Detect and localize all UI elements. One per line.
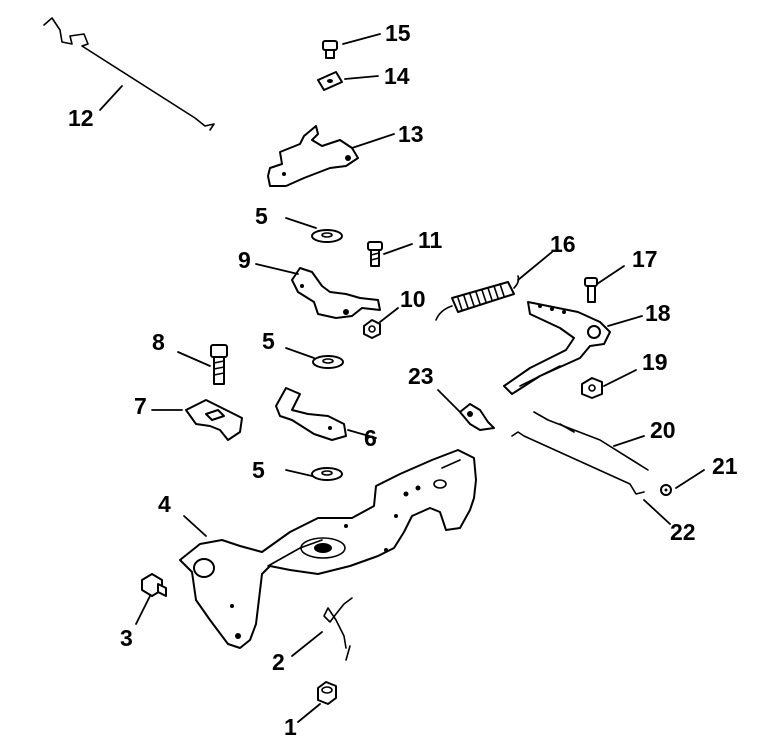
callout-5-lower: 5 [252,457,265,483]
part-4-main-bracket [179,449,477,649]
part-16-spring [435,275,520,321]
callout-22: 22 [670,519,696,545]
callout-19: 19 [642,349,668,375]
part-13-bracket [267,125,359,187]
callout-21: 21 [712,453,738,479]
callout-2: 2 [272,649,285,675]
callout-3: 3 [120,625,133,651]
callout-13: 13 [398,121,424,147]
callout-labels: 15 14 13 12 5 11 9 16 17 10 18 5 8 19 23… [68,20,738,740]
callout-5-middle: 5 [262,328,275,354]
callout-7: 7 [134,393,147,419]
callout-20: 20 [650,417,676,443]
part-12-link-rod [43,17,215,131]
callout-10: 10 [400,286,426,312]
part-19-nut [581,377,603,399]
callout-6: 6 [364,425,377,451]
part-10-nut [363,319,381,339]
part-17-screw [584,277,598,303]
callout-15: 15 [385,20,411,46]
callout-1: 1 [284,714,297,740]
part-11-screw [367,241,383,267]
part-5-washer-upper [311,229,343,243]
callout-9: 9 [238,247,251,273]
callout-23: 23 [408,363,434,389]
part-6-lever-plate [275,387,347,441]
part-22-rod [511,431,645,495]
leader-lines [99,33,705,723]
part-7-clip [185,399,243,441]
callout-16: 16 [550,231,576,257]
callout-14: 14 [384,63,410,89]
callout-17: 17 [632,246,658,272]
part-3-screw [141,573,167,597]
callout-18: 18 [645,300,671,326]
callout-11: 11 [418,227,443,253]
part-23-fitting [459,403,495,431]
part-21-washer [660,484,672,496]
callout-5-upper: 5 [255,203,268,229]
part-9-governor-arm [291,267,381,319]
part-5-washer-middle [312,355,344,369]
part-20-rod [533,411,649,471]
part-8-bolt [210,344,228,385]
callout-4: 4 [158,491,171,517]
part-18-control-lever [503,301,611,395]
part-5-washer-lower [311,467,343,481]
part-14-washer [317,71,343,91]
part-15-screw [322,40,338,59]
callout-12: 12 [68,105,94,131]
callout-8: 8 [152,329,165,355]
part-1-nut [317,681,337,705]
part-2-spring [323,597,353,661]
